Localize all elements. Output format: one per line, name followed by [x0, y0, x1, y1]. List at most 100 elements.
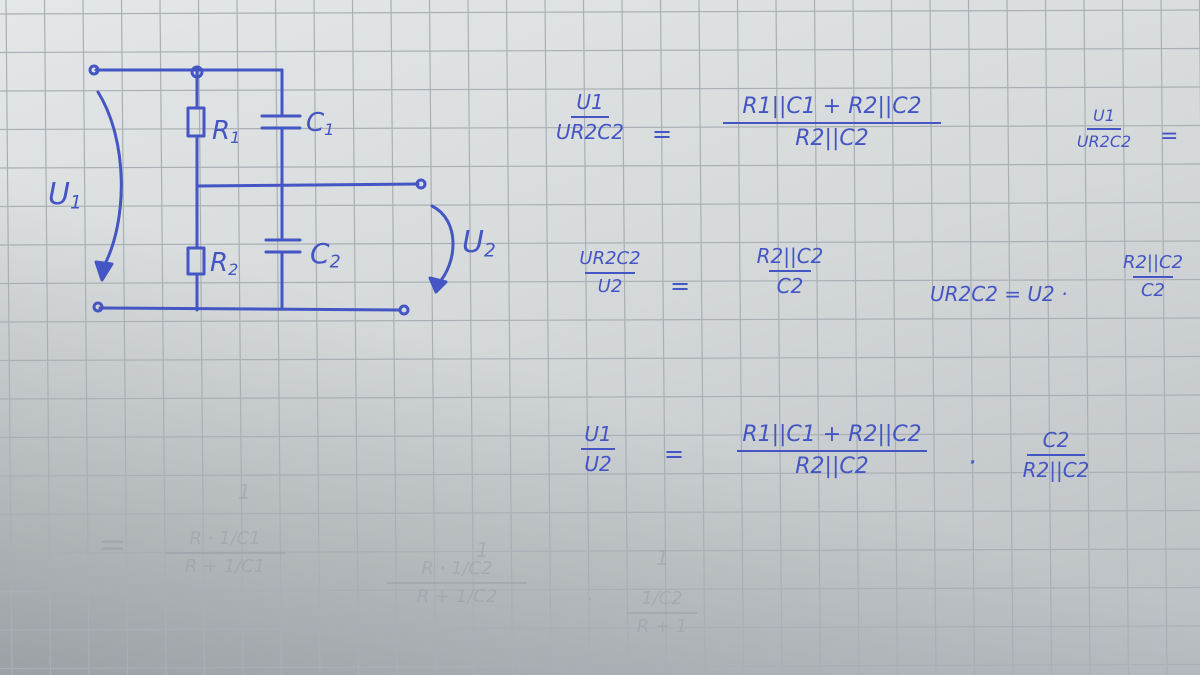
label-r2: R2 [210, 248, 239, 280]
grid-line-horizontal [0, 432, 1200, 439]
eq2-tail-bar [1133, 276, 1173, 278]
eq3-lhs-numerator: U1 [584, 422, 612, 446]
eq3-rhs-numerator: R1||C1 + R2||C2 [742, 422, 922, 447]
grid-line-vertical [1006, 0, 1014, 675]
u1-arrowhead [94, 260, 114, 282]
grid-line-vertical [852, 0, 860, 675]
grid-line-horizontal [0, 355, 1200, 362]
grid-line-horizontal [0, 317, 1200, 323]
faded-bar-c [627, 612, 697, 614]
grid-line-horizontal [0, 625, 1200, 631]
grid-line-vertical [1121, 0, 1130, 675]
grid-line-horizontal [0, 663, 1200, 670]
grid-line-horizontal [0, 509, 1200, 516]
grid-line-vertical [698, 0, 706, 675]
label-u2: U2 [462, 225, 496, 262]
grid-line-vertical [467, 0, 475, 675]
eq1-rhs-numerator: R1||C1 + R2||C2 [742, 94, 922, 119]
faded-denominator-a: R + 1/C1 [184, 556, 266, 577]
grid-line-vertical [929, 0, 937, 675]
grid-line-vertical [505, 0, 514, 675]
grid-line-vertical [313, 0, 321, 675]
eq2-tail-numerator: R2||C2 [1122, 252, 1184, 273]
grid-line-horizontal [0, 163, 1200, 169]
grid-line-vertical [1044, 0, 1053, 675]
eq1-lhs-bar [571, 116, 609, 118]
faded-denominator-b: R + 1/C2 [416, 586, 498, 607]
eq3-tail-bar [1027, 454, 1085, 456]
grid-line-horizontal [0, 394, 1200, 400]
label-u1: U1 [48, 177, 82, 214]
eq3-tail-fraction: C2 R2||C2 [1000, 430, 1112, 480]
grid-line-vertical [890, 0, 899, 675]
grid-line-vertical [159, 0, 167, 675]
eq3-lhs-denominator: U2 [584, 452, 612, 476]
u1-arrow [96, 90, 123, 268]
eq1-lhs-fraction: U1 UR2C2 [552, 92, 628, 142]
circuit-diagram [88, 64, 455, 316]
eq3-lhs-bar [581, 448, 615, 450]
eq1-lhs-numerator: U1 [576, 90, 604, 114]
eq3-dot: · [968, 448, 977, 478]
eq3-rhs-bar [737, 450, 927, 452]
grid-line-horizontal [0, 240, 1200, 246]
grid-line-vertical [5, 0, 13, 675]
eq2-rhs-numerator: R2||C2 [756, 244, 824, 268]
resistor-r1 [186, 106, 206, 138]
grid-line-vertical [582, 0, 591, 675]
eq2-lhs-fraction: UR2C2 U2 [570, 250, 650, 296]
faded-denominator-c: R + 1 [636, 616, 688, 637]
eq2-tail-fraction: R2||C2 C2 [1110, 254, 1196, 300]
eq3-lhs-fraction: U1 U2 [570, 424, 626, 474]
eq1-tail-bar [1087, 128, 1121, 130]
eq1-equals: = [652, 120, 673, 148]
grid-line-vertical [236, 0, 244, 675]
faded-fraction-c: 1/C2 R + 1 [612, 590, 712, 636]
grid-line-vertical [967, 0, 976, 675]
eq1-tail-equals: = [1160, 124, 1179, 149]
grid-line-horizontal [0, 124, 1200, 131]
grid-line-vertical [775, 0, 783, 675]
eq2-lhs-denominator: U2 [597, 276, 623, 297]
faded-equals: = [98, 525, 127, 565]
terminal-bottom-left [92, 301, 104, 313]
grid-line-horizontal [0, 86, 1200, 92]
faded-one-a: 1 [238, 480, 251, 504]
grid-line-vertical [120, 0, 129, 675]
eq1-rhs-fraction: R1||C1 + R2||C2 R2||C2 [712, 96, 952, 150]
grid-line-horizontal [0, 9, 1200, 15]
grid-line-vertical [736, 0, 745, 675]
grid-line-vertical [1160, 0, 1168, 675]
eq2-expression: UR2C2 = U2 · [930, 282, 1068, 306]
grid-line-vertical [274, 0, 283, 675]
bottom-wire [98, 306, 402, 312]
faded-bar-a [165, 552, 285, 554]
faded-fraction-b: R · 1/C2 R + 1/C2 [372, 560, 542, 606]
grid-line-vertical [544, 0, 552, 675]
grid-line-horizontal [0, 201, 1200, 208]
middle-wire [195, 182, 420, 188]
faded-bar-b [387, 582, 527, 584]
faded-one-c: 1 [656, 546, 669, 570]
terminal-top-left [88, 64, 100, 76]
label-r1: R1 [212, 116, 241, 148]
faded-one-b: 1 [476, 538, 489, 562]
eq2-rhs-fraction: R2||C2 C2 [736, 246, 844, 296]
grid-line-vertical [351, 0, 360, 675]
grid-line-horizontal [0, 278, 1200, 285]
terminal-middle-right [415, 178, 427, 190]
grid-line-vertical [43, 0, 52, 675]
eq2-tail-denominator: C2 [1140, 280, 1166, 301]
eq1-lhs-denominator: UR2C2 [556, 120, 624, 144]
eq2-lhs-numerator: UR2C2 [579, 248, 641, 269]
grid-line-vertical [621, 0, 629, 675]
eq2-rhs-bar [769, 270, 811, 272]
eq2-equals: = [670, 272, 691, 300]
grid-line-vertical [428, 0, 437, 675]
eq3-rhs-denominator: R2||C2 [795, 454, 869, 479]
eq2-lhs-bar [585, 272, 635, 274]
grid-line-vertical [390, 0, 398, 675]
eq3-tail-denominator: R2||C2 [1022, 458, 1090, 482]
